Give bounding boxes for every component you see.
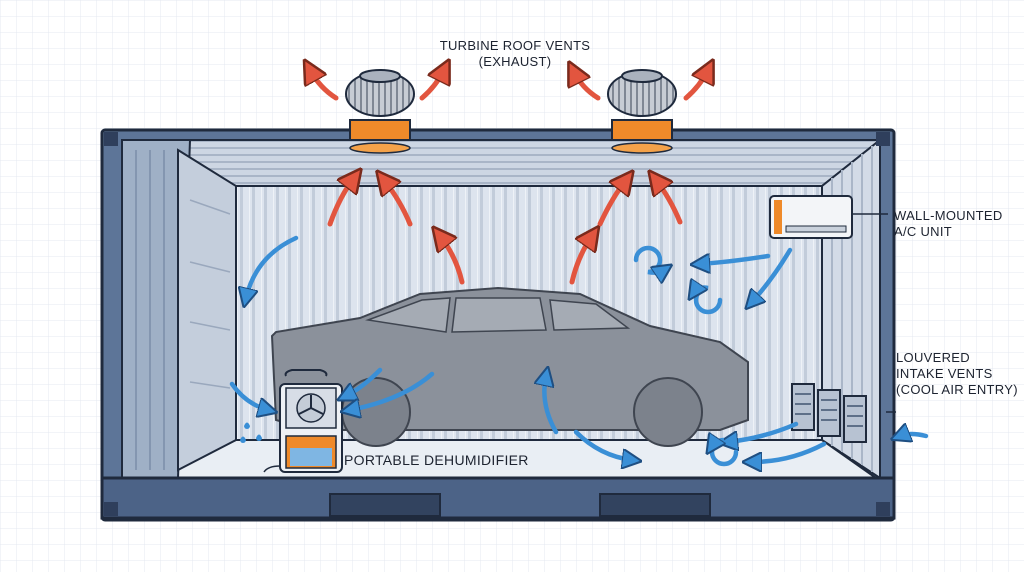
turbine-vent-right (607, 69, 677, 154)
dehumidifier-label: PORTABLE DEHUMIDIFIER (344, 452, 529, 468)
ac-unit-icon (769, 195, 888, 239)
dehumidifier-icon (240, 369, 343, 473)
intake-label-line3: (COOL AIR ENTRY) (896, 382, 1018, 397)
red-arrow-icon (574, 72, 601, 101)
ac-label-line2: A/C UNIT (894, 224, 953, 239)
red-arrow-icon (419, 70, 444, 101)
red-arrow-icon (440, 236, 465, 285)
turbine-vent-left (345, 69, 415, 154)
airflow-arrows (229, 235, 929, 467)
blue-arrow-icon (350, 371, 435, 410)
red-arrow-icon (569, 236, 592, 285)
exhaust-arrows (310, 70, 708, 285)
blue-arrow-icon (573, 429, 632, 460)
intake-label-line2: INTAKE VENTS (896, 366, 993, 381)
ceiling (121, 139, 883, 187)
red-arrow-icon (597, 180, 626, 227)
red-arrow-icon (310, 70, 339, 101)
blue-arrow-icon (728, 421, 799, 442)
turbine-label-line2: (EXHAUST) (478, 54, 552, 69)
red-arrow-icon (683, 70, 708, 101)
turbine-vents-label: TURBINE ROOF VENTS (EXHAUST) (420, 38, 610, 70)
ac-unit-label: WALL-MOUNTED A/C UNIT (894, 208, 1003, 240)
ac-label-line1: WALL-MOUNTED (894, 208, 1003, 223)
blue-arrow-icon (246, 235, 299, 298)
red-arrow-icon (327, 178, 354, 227)
blue-arrow-icon (633, 245, 664, 273)
intake-vents-label: LOUVERED INTAKE VENTS (COOL AIR ENTRY) (896, 350, 1018, 398)
blue-arrow-icon (700, 256, 771, 264)
blue-arrow-icon (712, 440, 739, 467)
blue-arrow-icon (900, 434, 929, 436)
blue-arrow-icon (752, 441, 827, 462)
louvered-intake-vents (791, 383, 896, 443)
blue-arrow-icon (694, 288, 723, 315)
blue-arrow-icon (752, 247, 793, 302)
turbine-label-line1: TURBINE ROOF VENTS (439, 38, 591, 53)
left-wall (177, 148, 237, 472)
red-arrow-icon (656, 180, 683, 225)
blue-arrow-icon (346, 367, 383, 396)
blue-arrow-icon (229, 381, 268, 410)
intake-label-line1: LOUVERED (896, 350, 970, 365)
blue-arrow-icon (544, 376, 559, 435)
red-arrow-icon (384, 180, 413, 227)
